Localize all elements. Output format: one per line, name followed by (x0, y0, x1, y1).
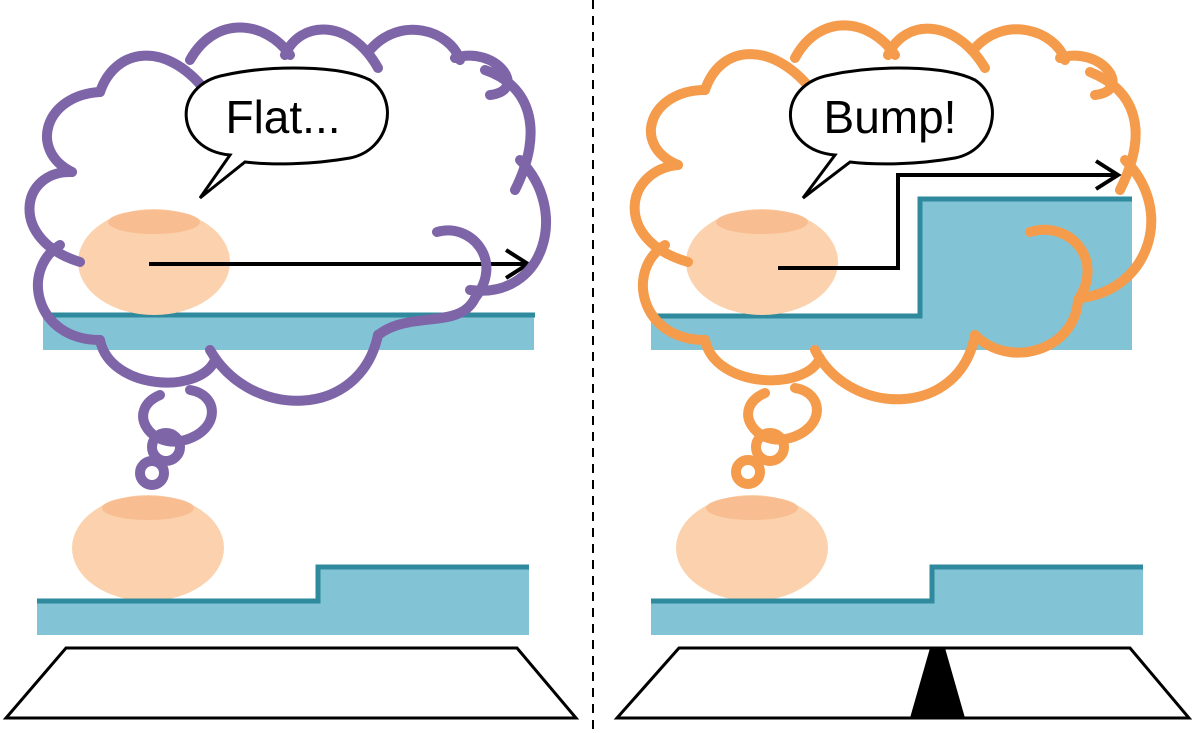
right-fulcrum (910, 648, 965, 718)
right-thought-cloud (629, 20, 1157, 489)
right-imagined-object (686, 209, 838, 315)
left-actual-step-surface (37, 564, 529, 635)
right-imagined-step-surface (651, 196, 1132, 350)
right-trajectory-arrow (778, 159, 1122, 270)
right-actual-step-surface (651, 564, 1143, 635)
left-platform-base (2, 646, 580, 720)
left-actual-object (72, 495, 224, 601)
right-platform-base (613, 646, 1192, 720)
left-panel: Flat... (2, 22, 580, 720)
right-speech-text: Bump! (824, 91, 957, 143)
left-speech-bubble: Flat... (184, 66, 389, 200)
right-speech-bubble: Bump! (789, 66, 994, 200)
right-panel: Bump! (613, 20, 1192, 720)
left-speech-text: Flat... (225, 91, 340, 143)
right-actual-object (676, 495, 828, 601)
left-thought-cloud (24, 22, 551, 490)
left-imagined-flat-surface (43, 312, 535, 350)
